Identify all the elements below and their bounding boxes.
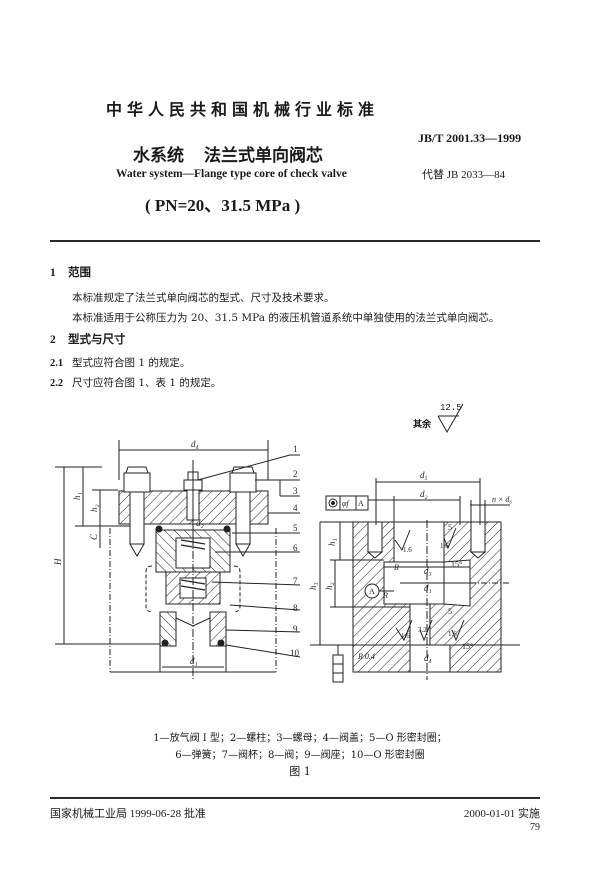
dim-d2-right: d₂: [420, 489, 428, 499]
left-section-view: [55, 440, 301, 680]
subsection-number: 2.2: [50, 378, 64, 389]
dim-h2: h₂: [89, 504, 99, 512]
callout-4: 4: [293, 503, 298, 513]
title-part-product: 法兰式单向阀芯: [204, 146, 323, 166]
tolerance-value: φf: [342, 499, 350, 508]
rough-1-6-a: 1.6: [403, 546, 412, 554]
dim-5-top: 5: [448, 523, 452, 532]
title-part-system: 水系统: [133, 146, 184, 166]
figure-legend-line-1: 1—放气阀 I 型；2—螺柱；3—螺母；4—阀盖；5—O 形密封圈；: [153, 733, 447, 744]
rough-1-6-d: 1.6: [448, 630, 457, 638]
radius-r-mid: R: [382, 591, 388, 600]
figure-1-drawing: d₄ h₁ h₂ C H d₂ d₁ 1 2 3 4 5 6 7 8 9 10: [53, 403, 520, 683]
right-section-view: [310, 478, 520, 683]
footer-divider: [50, 797, 540, 799]
callout-9: 9: [293, 624, 298, 634]
subsection-2-2: 2.2 尺寸应符合图 1、表 1 的规定。: [50, 375, 221, 390]
callout-10: 10: [290, 648, 300, 658]
dim-n-d6: n × d₆: [492, 495, 512, 504]
title-chinese: 水系统法兰式单向阀芯: [133, 141, 323, 166]
rough-1-6-b: 1.6: [440, 542, 449, 550]
datum-a-circle: A: [369, 587, 375, 596]
figure-caption: 图 1: [289, 765, 311, 778]
radius-r04: R 0.4: [357, 652, 375, 661]
dim-d1: d₁: [190, 656, 198, 666]
approval-info: 国家机械工业局 1999-06-28 批准: [50, 808, 206, 820]
tolerance-datum: A: [358, 499, 364, 508]
section-2-heading: 2 型式与尺寸: [50, 331, 126, 347]
callout-5: 5: [293, 523, 298, 533]
section-number: 2: [50, 334, 56, 346]
dim-h1: h₁: [72, 492, 82, 500]
dim-d4-right: d₄: [424, 653, 432, 663]
dim-h2-right: h₂: [324, 582, 334, 590]
dim-h1-right: h₁: [327, 538, 337, 546]
subsection-number: 2.1: [50, 358, 64, 369]
callout-3: 3: [293, 486, 298, 496]
standard-number: JB/T 2001.33—1999: [418, 131, 522, 145]
issuing-organization: 中华人民共和国机械行业标准: [106, 100, 380, 119]
callout-8: 8: [293, 603, 298, 613]
section-number: 1: [50, 267, 56, 279]
dim-d3: d₃: [424, 566, 432, 576]
section-title: 型式与尺寸: [68, 332, 126, 346]
dim-c: C: [89, 533, 99, 540]
rough-1-6-c: 1.6: [401, 632, 410, 640]
header-divider: [50, 240, 540, 242]
nominal-pressure: ( PN=20、31.5 MPa ): [145, 196, 301, 215]
dim-d4: d₄: [191, 439, 199, 449]
page-number: 79: [530, 822, 540, 833]
replaces-standard: 代替 JB 2033—84: [422, 169, 506, 181]
section-1-paragraph-1: 本标准规定了法兰式单向阀芯的型式、尺寸及技术要求。: [72, 292, 335, 304]
callout-6: 6: [293, 543, 298, 553]
section-title: 范围: [68, 265, 91, 279]
radius-r-top: R: [393, 563, 399, 572]
callout-7: 7: [293, 576, 298, 586]
subsection-text: 型式应符合图 1 的规定。: [72, 357, 191, 369]
angle-15-top: 15°: [451, 560, 462, 569]
dim-h3: h₃: [308, 582, 318, 590]
callout-2: 2: [293, 469, 298, 479]
callout-1: 1: [293, 444, 298, 454]
rough-3-2: 3.2: [418, 626, 427, 634]
title-english: Water system—Flange type core of check v…: [116, 168, 347, 180]
section-1-paragraph-2: 本标准适用于公称压力为 20、31.5 MPa 的液压机管道系统中单独使用的法兰…: [72, 312, 500, 324]
dim-d2: d₂: [196, 518, 204, 528]
dim-d1-right: d₁: [424, 583, 432, 593]
roughness-label: 其余: [413, 420, 432, 430]
roughness-symbol-icon: [437, 403, 464, 434]
dim-h: H: [53, 558, 63, 566]
angle-15-bottom: 15°: [462, 642, 473, 651]
right-drawing-labels: d₅ d₂ n × d₆ 5 h₁ h₃ h₂ d₃ d₁ d₄ 5 1.6 1…: [308, 470, 512, 663]
dim-5-bottom: 5: [448, 607, 452, 616]
roughness-value: 12.5: [440, 403, 462, 413]
figure-legend-line-2: 6—弹簧；7—阀杯；8—阀；9—阀座；10—O 形密封圈: [175, 750, 425, 761]
left-drawing-labels: d₄ h₁ h₂ C H d₂ d₁ 1 2 3 4 5 6 7 8 9 10: [53, 439, 300, 666]
subsection-2-1: 2.1 型式应符合图 1 的规定。: [50, 355, 190, 370]
section-1-heading: 1 范围: [50, 264, 91, 280]
subsection-text: 尺寸应符合图 1、表 1 的规定。: [72, 377, 222, 389]
effective-date: 2000-01-01 实施: [463, 808, 540, 820]
dim-d5: d₅: [420, 470, 428, 480]
